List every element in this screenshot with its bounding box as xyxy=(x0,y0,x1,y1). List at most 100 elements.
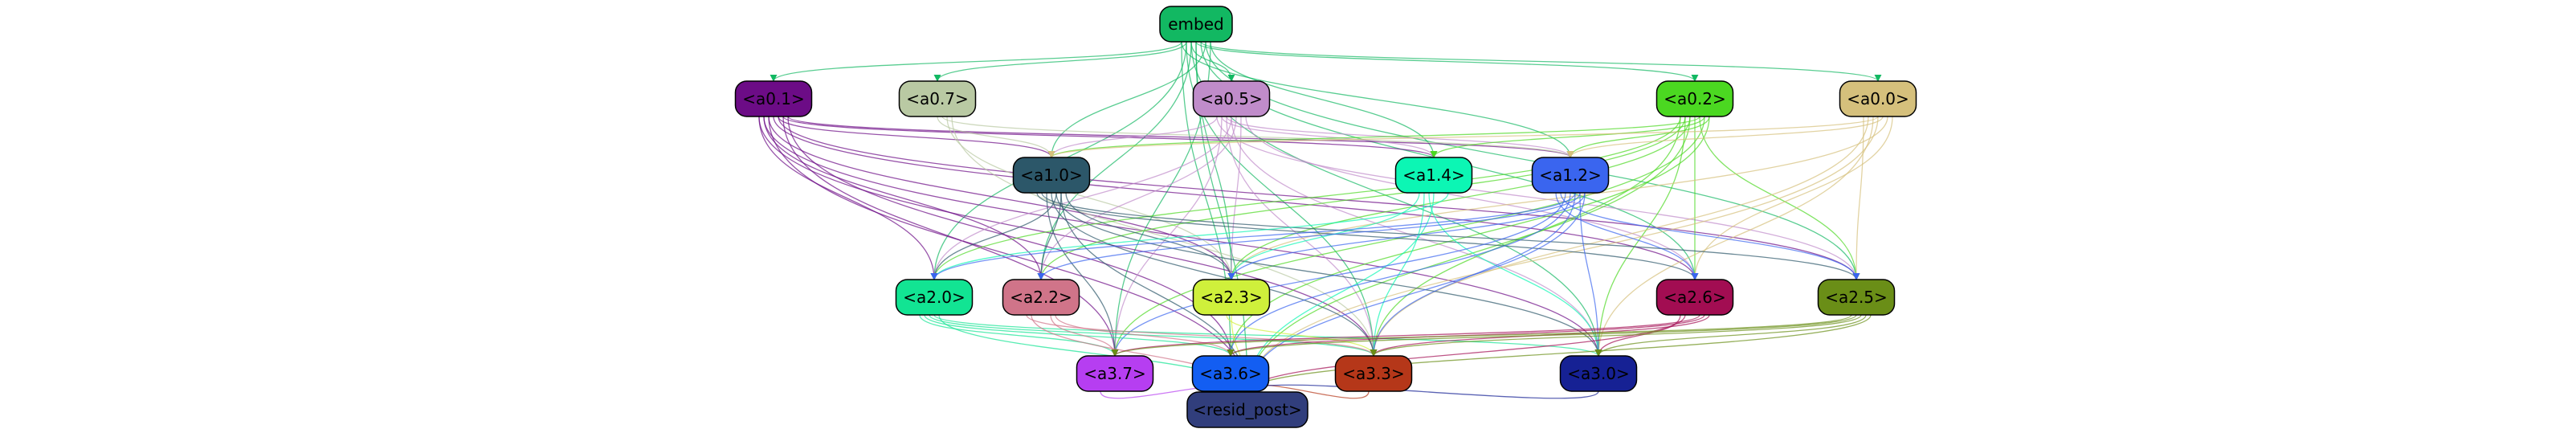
node-a2-3[interactable]: <a2.3> xyxy=(1192,279,1271,316)
edge-a0-1-to-a3-7 xyxy=(782,116,1119,357)
edge-a2-0-to-a3-6 xyxy=(924,314,1235,357)
edge-a1-4-to-a3-0 xyxy=(1428,192,1602,357)
node-a0-1[interactable]: <a0.1> xyxy=(734,80,813,117)
edge-a0-5-to-a1-2 xyxy=(1226,116,1574,158)
edge-a0-2-to-a2-0 xyxy=(930,116,1681,280)
node-label-a0-1: <a0.1> xyxy=(742,89,805,108)
node-label-a2-3: <a2.3> xyxy=(1200,288,1263,307)
node-box-a2-6 xyxy=(1655,279,1734,316)
edge-embed-to-a0-0 xyxy=(1200,41,1882,82)
node-a1-0[interactable]: <a1.0> xyxy=(1012,157,1091,194)
node-resid-post[interactable]: <resid_post> xyxy=(1186,391,1308,428)
edge-a0-2-to-a3-6 xyxy=(1227,116,1710,357)
edge-embed-to-a0-1 xyxy=(770,41,1182,82)
node-label-a3-7: <a3.7> xyxy=(1084,364,1146,383)
edge-a0-2-to-resid-post xyxy=(1243,116,1691,393)
node-box-a1-4 xyxy=(1394,157,1473,194)
edge-a1-0-to-a2-3 xyxy=(1065,192,1235,280)
node-a1-4[interactable]: <a1.4> xyxy=(1394,157,1473,194)
edge-a0-7-to-a3-3 xyxy=(951,116,1378,357)
node-box-a1-2 xyxy=(1531,157,1610,194)
node-label-a3-6: <a3.6> xyxy=(1199,364,1262,383)
node-label-a3-3: <a3.3> xyxy=(1342,364,1405,383)
node-label-a2-5: <a2.5> xyxy=(1825,288,1888,307)
node-box-a2-2 xyxy=(1002,279,1080,316)
edge-a1-0-to-a3-0 xyxy=(1055,192,1602,357)
edge-embed-to-a0-5 xyxy=(1190,41,1235,82)
edge-a1-4-to-a2-0 xyxy=(930,192,1449,280)
edge-a0-2-to-a1-2 xyxy=(1566,116,1710,158)
edge-a2-6-to-resid-post xyxy=(1243,314,1686,393)
edge-a2-6-to-a3-7 xyxy=(1111,314,1700,357)
edge-a0-0-to-a2-3 xyxy=(1227,116,1888,280)
node-box-a0-5 xyxy=(1192,80,1271,117)
edge-a1-2-to-a3-0 xyxy=(1579,192,1602,357)
node-a0-7[interactable]: <a0.7> xyxy=(898,80,977,117)
edge-a1-4-to-a2-3 xyxy=(1227,192,1420,280)
node-label-a3-0: <a3.0> xyxy=(1567,364,1630,383)
edge-a0-1-to-a2-2 xyxy=(763,116,1045,280)
edge-a1-2-to-a2-5 xyxy=(1560,192,1860,280)
edge-embed-to-a1-0 xyxy=(1047,41,1206,158)
node-a1-2[interactable]: <a1.2> xyxy=(1531,157,1610,194)
node-a2-5[interactable]: <a2.5> xyxy=(1817,279,1896,316)
edge-a1-0-to-a2-6 xyxy=(1036,192,1699,280)
node-a3-6[interactable]: <a3.6> xyxy=(1191,355,1270,392)
node-label-a1-0: <a1.0> xyxy=(1020,165,1083,185)
edge-a2-5-to-resid-post xyxy=(1243,314,1872,393)
node-a2-6[interactable]: <a2.6> xyxy=(1655,279,1734,316)
node-box-resid-post xyxy=(1186,391,1308,428)
node-a2-0[interactable]: <a2.0> xyxy=(895,279,974,316)
edge-a0-1-to-a2-6 xyxy=(773,116,1699,280)
edge-a0-0-to-a1-2 xyxy=(1566,116,1884,158)
node-label-a2-2: <a2.2> xyxy=(1010,288,1072,307)
node-box-a0-2 xyxy=(1655,80,1734,117)
node-box-a3-0 xyxy=(1559,355,1638,392)
edge-a0-1-to-a2-5 xyxy=(778,116,1860,280)
edge-a0-5-to-a3-3 xyxy=(1226,116,1378,357)
edge-a0-7-to-a2-3 xyxy=(946,116,1235,280)
edge-a0-5-to-a2-0 xyxy=(930,116,1232,280)
node-a3-3[interactable]: <a3.3> xyxy=(1334,355,1413,392)
node-a0-0[interactable]: <a0.0> xyxy=(1839,80,1917,117)
edge-a2-2-to-a3-7 xyxy=(1050,314,1119,357)
edge-a0-2-to-a2-3 xyxy=(1227,116,1691,280)
edge-a1-2-to-resid-post xyxy=(1243,192,1586,393)
edge-a0-0-to-a1-0 xyxy=(1047,116,1879,158)
edge-a1-2-to-a2-0 xyxy=(930,192,1576,280)
edge-a0-2-to-a1-0 xyxy=(1047,116,1700,158)
edge-a0-2-to-a2-2 xyxy=(1037,116,1686,280)
edge-a0-1-to-a1-4 xyxy=(782,116,1438,158)
edge-a0-2-to-a2-5 xyxy=(1699,116,1860,280)
node-box-a0-0 xyxy=(1839,80,1917,117)
edge-a0-1-to-a3-0 xyxy=(763,116,1602,357)
edge-a0-5-to-a1-0 xyxy=(1047,116,1218,158)
edge-embed-to-a0-7 xyxy=(933,41,1187,82)
node-a3-0[interactable]: <a3.0> xyxy=(1559,355,1638,392)
node-label-a2-6: <a2.6> xyxy=(1664,288,1726,307)
node-box-a3-7 xyxy=(1076,355,1154,392)
edge-a2-5-to-a3-7 xyxy=(1111,314,1852,357)
edge-a0-0-to-a2-5 xyxy=(1852,116,1864,280)
node-a0-5[interactable]: <a0.5> xyxy=(1192,80,1271,117)
edge-a0-5-to-a2-3 xyxy=(1227,116,1242,280)
edge-a1-2-to-a2-2 xyxy=(1037,192,1581,280)
edge-a1-2-to-a2-6 xyxy=(1555,192,1699,280)
node-a2-2[interactable]: <a2.2> xyxy=(1002,279,1080,316)
edge-a0-1-to-a3-3 xyxy=(758,116,1378,357)
node-label-a1-4: <a1.4> xyxy=(1402,165,1465,185)
node-a0-2[interactable]: <a0.2> xyxy=(1655,80,1734,117)
edge-a1-2-to-a2-3 xyxy=(1227,192,1586,280)
node-box-a1-0 xyxy=(1012,157,1091,194)
node-label-embed: embed xyxy=(1168,14,1223,34)
node-embed[interactable]: embed xyxy=(1159,6,1233,43)
edge-embed-to-a1-2 xyxy=(1181,41,1574,158)
node-box-a2-0 xyxy=(895,279,974,316)
edge-embed-to-a0-2 xyxy=(1195,41,1699,82)
edge-a1-0-to-a3-7 xyxy=(1046,192,1119,357)
edge-a0-5-to-a2-2 xyxy=(1037,116,1237,280)
node-label-a0-2: <a0.2> xyxy=(1664,89,1726,108)
edge-embed-to-a1-4 xyxy=(1210,41,1438,158)
edge-a0-7-to-a1-0 xyxy=(937,116,1055,158)
node-a3-7[interactable]: <a3.7> xyxy=(1076,355,1154,392)
